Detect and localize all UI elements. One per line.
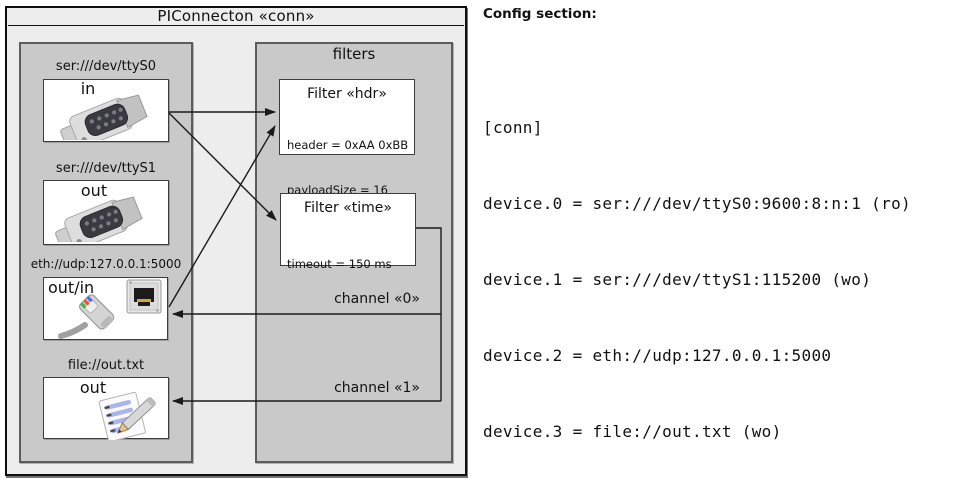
config-line: device.3 = file://out.txt (wo) (483, 422, 782, 441)
device-port-ttys1: out (80, 181, 108, 200)
device-port-ttys0: in (80, 79, 96, 98)
diagram-title: PIConnecton «conn» (157, 7, 315, 25)
device-label-file: file://out.txt (67, 358, 145, 373)
file-note-icon (98, 391, 157, 440)
serial-connector-icon (60, 94, 148, 140)
filters-title: filters (332, 45, 376, 63)
config-line: device.1 = ser:///dev/ttyS1:115200 (wo) (483, 270, 872, 289)
title-separator (8, 25, 464, 26)
serial-connector-icon (55, 196, 143, 242)
config-text: [conn] device.0 = ser:///dev/ttyS0:9600:… (483, 42, 964, 484)
channel-1-label: channel «1» (334, 380, 420, 396)
device-label-eth: eth://udp:127.0.0.1:5000 (30, 257, 182, 271)
filter-hdr-attr-header: header = 0xAA 0xBB (287, 138, 409, 152)
filter-time-attr-timeout: timeout = 150 ms (287, 257, 392, 271)
config-line: device.2 = eth://udp:127.0.0.1:5000 (483, 346, 832, 365)
filter-box-hdr (279, 79, 415, 155)
device-port-file: out (79, 378, 107, 397)
channel-0-label: channel «0» (334, 291, 420, 307)
config-line: device.0 = ser:///dev/ttyS0:9600:8:n:1 (… (483, 194, 911, 213)
device-label-ttys1: ser:///dev/ttyS1 (55, 161, 157, 176)
filter-title-time: Filter «time» (304, 200, 392, 216)
filter-box-time (280, 193, 416, 266)
filter-title-hdr: Filter «hdr» (307, 86, 387, 102)
filter-attrs-time: timeout = 150 ms (287, 227, 392, 302)
device-port-eth: out/in (48, 278, 95, 297)
ethernet-icon (58, 279, 162, 339)
config-heading: Config section: (483, 6, 597, 22)
config-line: [conn] (483, 118, 543, 137)
device-label-ttys0: ser:///dev/ttyS0 (55, 59, 157, 74)
